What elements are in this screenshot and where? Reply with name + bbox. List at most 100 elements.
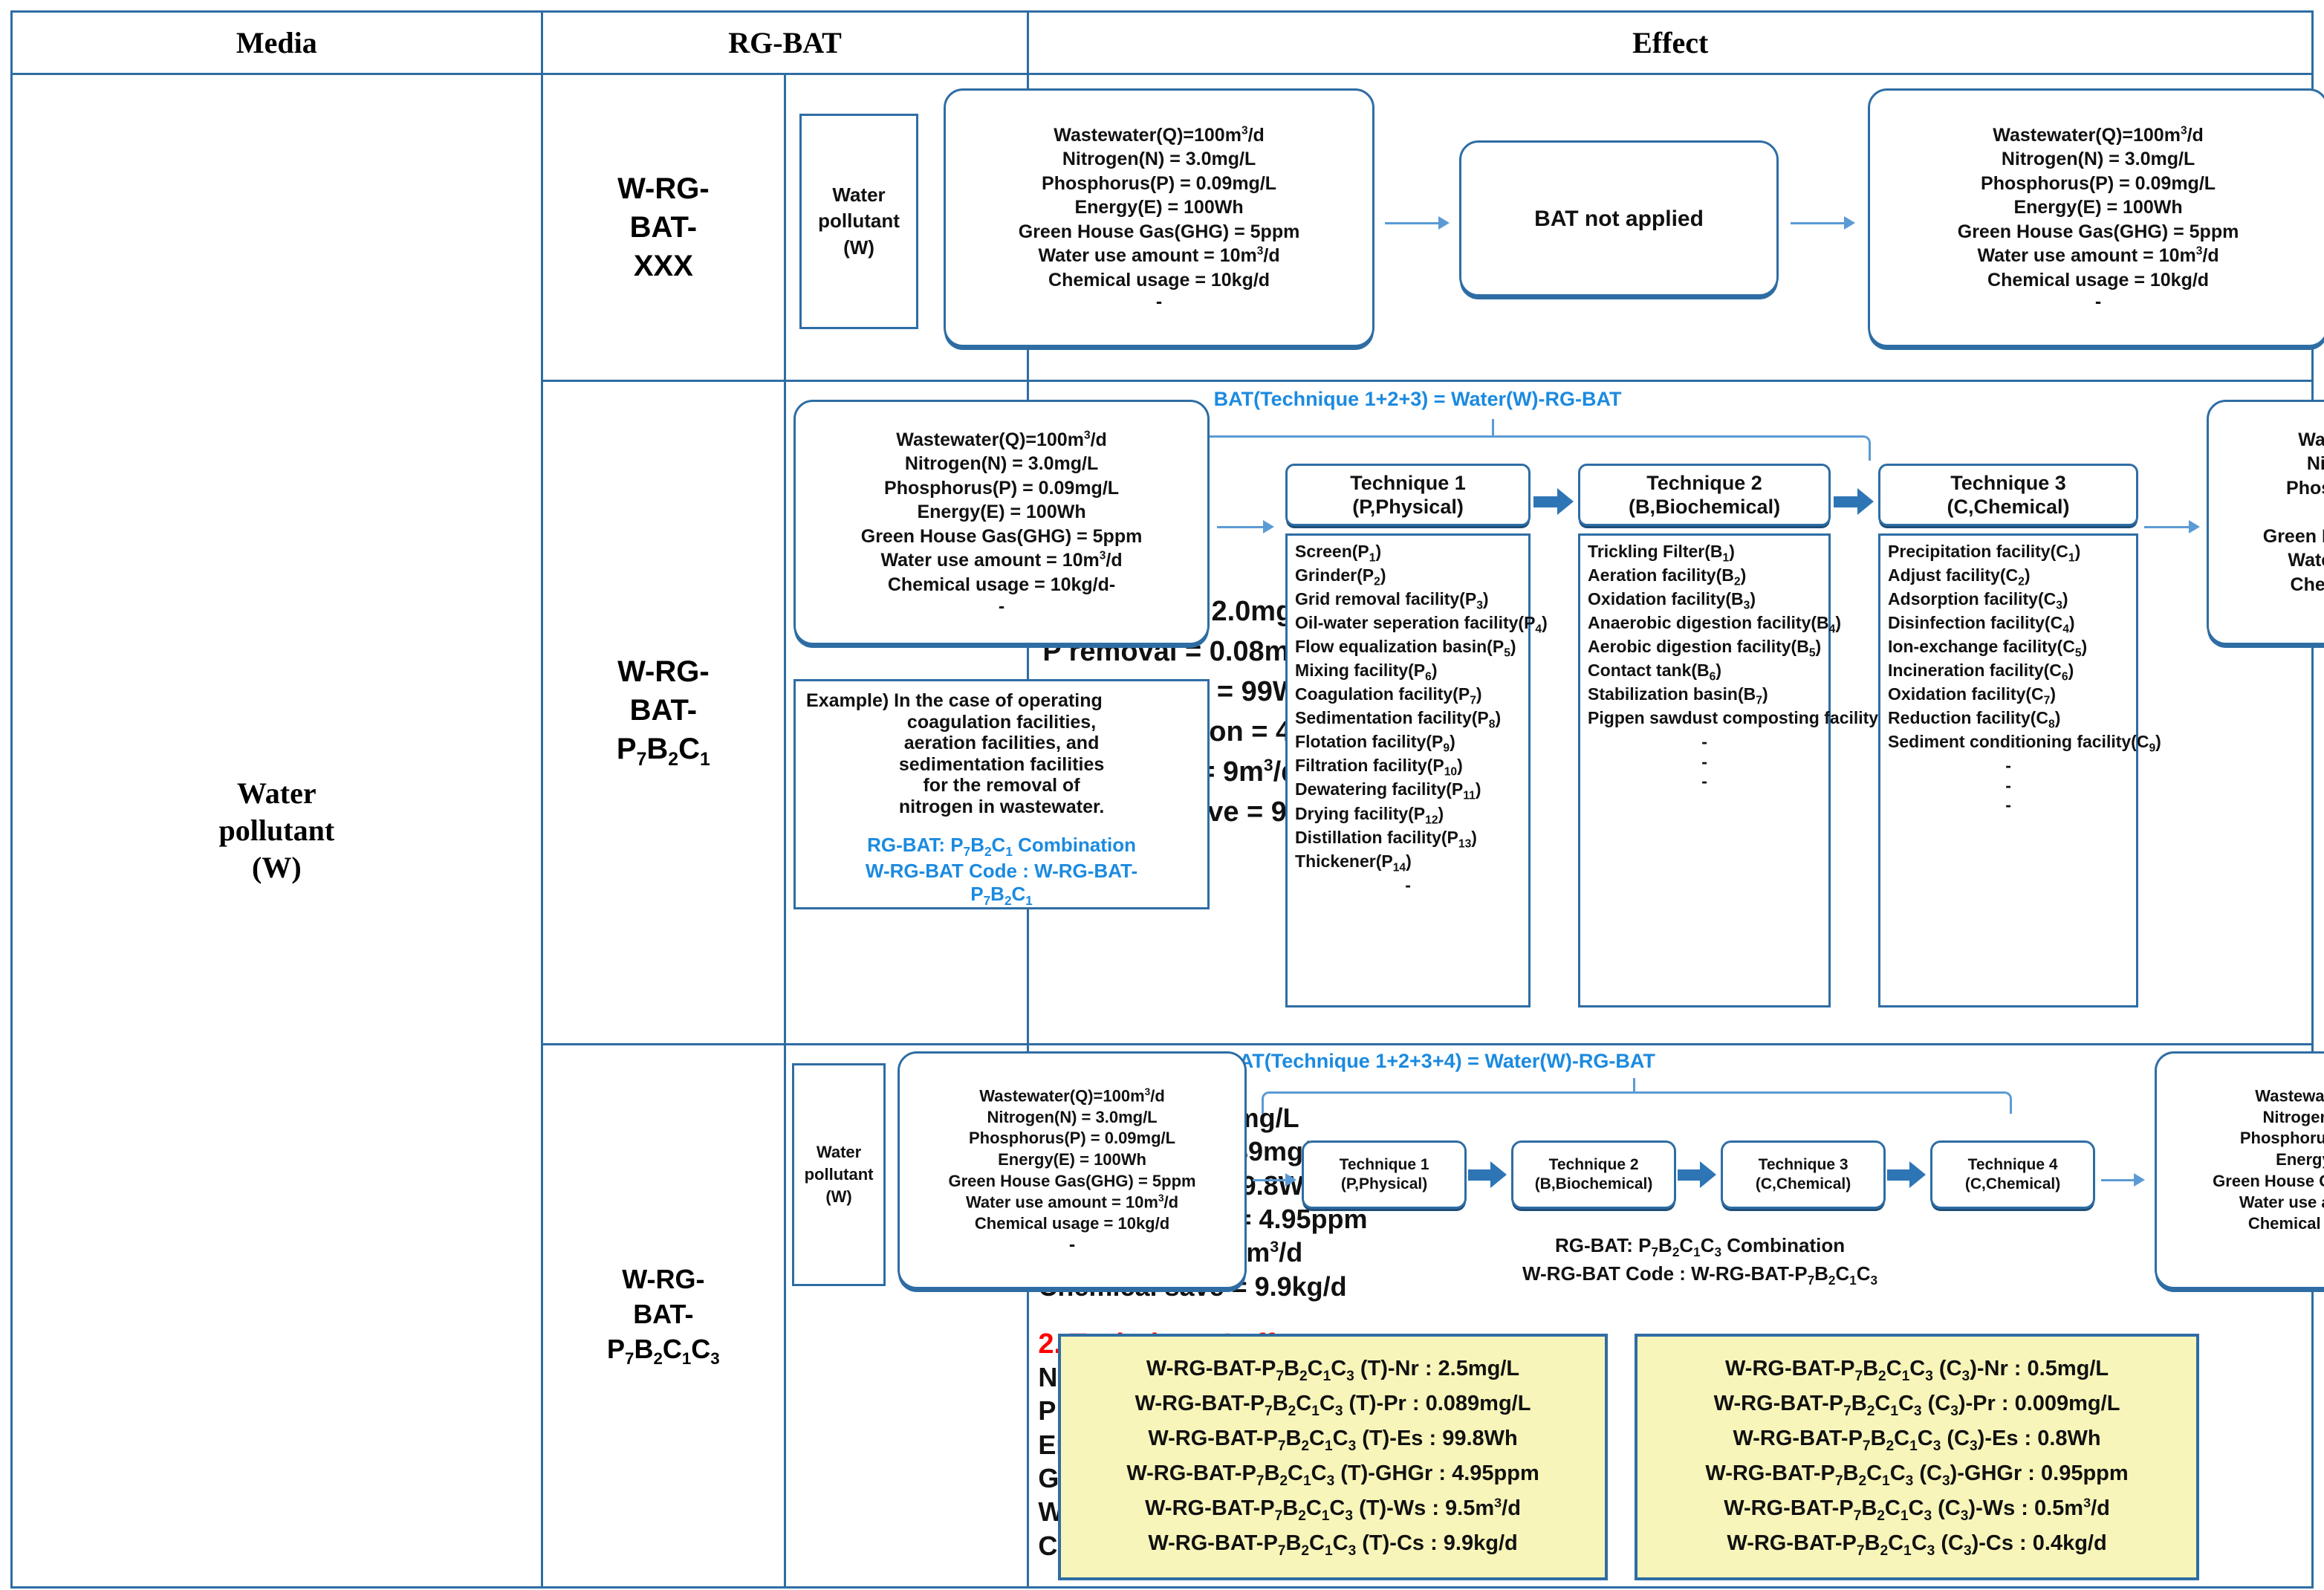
list-item: Sedimentation facility(P8) — [1295, 708, 1502, 731]
row2-technique-2-dots: --- — [1701, 732, 1707, 791]
row3-technique-2: Technique 2 (B,Biochemical) — [1511, 1140, 1677, 1209]
row3-arrow-in — [1253, 1173, 1297, 1187]
list-item: Filtration facility(P10) — [1295, 756, 1463, 779]
yellow-line: W-RG-BAT-P7B2C1C3 (T)-GHGr : 4.95ppm — [1126, 1461, 1539, 1489]
media-cell: Water pollutant (W) — [10, 73, 543, 1589]
row1-bat-not-applied-box: BAT not applied — [1459, 140, 1779, 296]
row2-arrow-out — [2144, 520, 2202, 533]
row3-diagram: BAT(Technique 1+2+3+4) = Water(W)-RG-BAT… — [786, 1045, 2324, 1586]
row2-technique-1-head: Technique 1 (P,Physical) — [1285, 464, 1531, 526]
list-item: Incineration facility(C6) — [1888, 661, 2074, 684]
row3-yellow-right-lines: W-RG-BAT-P7B2C1C3 (C3)-Nr : 0.5mg/L W-RG-… — [1705, 1352, 2128, 1561]
list-item: Grinder(P2) — [1295, 565, 1386, 588]
row3-technique-3: Technique 3 (C,Chemical) — [1721, 1140, 1886, 1209]
row3-technique-4-subtitle: (C,Chemical) — [1964, 1175, 2061, 1192]
row3-bracket — [1262, 1091, 2013, 1114]
row2-technique-1-list: Screen(P1)Grinder(P2)Grid removal facili… — [1285, 533, 1548, 1007]
header-cell-rgbat: RG-BAT — [540, 10, 1030, 75]
list-item: Sediment conditioning facility(C9) — [1888, 732, 2161, 755]
row3-technique-1-title: Technique 1 — [1339, 1155, 1429, 1173]
row2-technique-1-items: Screen(P1)Grinder(P2)Grid removal facili… — [1295, 542, 1548, 875]
row3-technique-3-subtitle: (C,Chemical) — [1755, 1175, 1851, 1192]
table-header-row: Media RG-BAT Effect — [10, 10, 2314, 75]
row2-technique-2-subtitle: (B,Biochemical) — [1629, 496, 1781, 518]
row1-middle-label: BAT not applied — [1534, 206, 1704, 231]
list-item: Mixing facility(P6) — [1295, 661, 1438, 684]
media-cell-label: Water pollutant (W) — [13, 775, 541, 886]
row2-technique-3-list: Precipitation facility(C1)Adjust facilit… — [1878, 533, 2161, 1007]
media-line-2: pollutant — [218, 814, 335, 847]
list-item: Precipitation facility(C1) — [1888, 542, 2081, 565]
list-item: Grid removal facility(P3) — [1295, 589, 1489, 612]
row2-technique-2-list: Trickling Filter(B1)Aeration facility(B2… — [1578, 533, 1909, 1007]
media-line-3: (W) — [252, 851, 302, 884]
rgbat-table: Media RG-BAT Effect Water pollutant (W) … — [10, 10, 2324, 1589]
row3-technique-1: Technique 1 (P,Physical) — [1302, 1140, 1467, 1209]
row1-code-cell: W-RG-BAT-XXX — [540, 73, 787, 382]
yellow-line: W-RG-BAT-P7B2C1C3 (T)-Ws : 9.5m3/d — [1145, 1495, 1521, 1524]
yellow-line: W-RG-BAT-P7B2C1C3 (T)-Pr : 0.089mg/L — [1135, 1392, 1531, 1420]
row2-technique-1-dots: - — [1405, 874, 1411, 895]
row1-arrow-2 — [1791, 216, 1857, 230]
row2-technique-1-title: Technique 1 — [1350, 471, 1466, 494]
table-row-3: W-RG-BAT-P7B2C1C3 BAT(Technique 1+2+3+4)… — [12, 1043, 2324, 1589]
row2-technique-3-dots: --- — [2005, 756, 2011, 815]
row3-technique-1-subtitle: (P,Physical) — [1340, 1175, 1428, 1192]
row3-yellow-left-lines: W-RG-BAT-P7B2C1C3 (T)-Nr : 2.5mg/L W-RG-B… — [1126, 1352, 1539, 1561]
row2-example-blue-1: RG-BAT: P7B2C1 Combination — [867, 834, 1136, 860]
list-item: Coagulation facility(P7) — [1295, 684, 1482, 707]
row3-arrow-t3-t4 — [1887, 1161, 1927, 1188]
row2-technique-2-title: Technique 2 — [1646, 471, 1762, 494]
list-item: Adsorption facility(C3) — [1888, 589, 2068, 612]
row2-diagram: BAT(Technique 1+2+3) = Water(W)-RG-BAT W… — [786, 382, 2324, 1043]
yellow-line: W-RG-BAT-P7B2C1C3 (C3)-Nr : 0.5mg/L — [1725, 1357, 2109, 1385]
list-item: Stabilization basin(B7) — [1588, 684, 1768, 707]
list-item: Anaerobic digestion facility(B4) — [1588, 613, 1842, 636]
yellow-line: W-RG-BAT-P7B2C1C3 (C3)-Pr : 0.009mg/L — [1713, 1392, 2120, 1420]
list-item: Oil-water seperation facility(P4) — [1295, 613, 1548, 636]
row3-bracket-stem — [1633, 1078, 1636, 1093]
list-item: Dewatering facility(P11) — [1295, 779, 1481, 803]
yellow-line: W-RG-BAT-P7B2C1C3 (T)-Nr : 2.5mg/L — [1146, 1357, 1520, 1385]
row2-arrow-t2-t3 — [1834, 488, 1875, 515]
list-item: Thickener(P14) — [1295, 851, 1412, 874]
row3-combo-line-2: W-RG-BAT Code : W-RG-BAT-P7B2C1C3 — [1522, 1262, 1878, 1288]
yellow-line: W-RG-BAT-P7B2C1C3 (C3)-GHGr : 0.95ppm — [1705, 1461, 2129, 1489]
table-row-2: W-RG-BAT-P7B2C1 BAT(Technique 1+2+3) = W… — [12, 380, 2324, 1045]
list-item: Drying facility(P12) — [1295, 803, 1444, 827]
row3-yellow-box-total: W-RG-BAT-P7B2C1C3 (T)-Nr : 2.5mg/L W-RG-B… — [1058, 1334, 1609, 1580]
row2-example-l6: nitrogen in wastewater. — [898, 796, 1105, 817]
row2-example-box: Example) In the case of operating coagul… — [793, 679, 1210, 909]
list-item: Contact tank(B6) — [1588, 661, 1721, 684]
row3-bat-caption: BAT(Technique 1+2+3+4) = Water(W)-RG-BAT — [1224, 1050, 1655, 1072]
row3-technique-4-title: Technique 4 — [1967, 1155, 2058, 1173]
row3-technique-2-title: Technique 2 — [1548, 1155, 1639, 1173]
row2-technique-2-head: Technique 2 (B,Biochemical) — [1578, 464, 1831, 526]
row3-arrow-t2-t3 — [1678, 1161, 1718, 1188]
list-item: Distillation facility(P13) — [1295, 827, 1477, 851]
list-item: Ion-exchange facility(C5) — [1888, 637, 2088, 660]
row2-technique-3-head: Technique 3 (C,Chemical) — [1878, 464, 2139, 526]
row3-combo-line-1: RG-BAT: P7B2C1C3 Combination — [1554, 1234, 1846, 1260]
row2-arrow-in — [1217, 520, 1276, 533]
row3-technique-3-title: Technique 3 — [1758, 1155, 1849, 1173]
header-cell-media: Media — [10, 10, 543, 75]
row2-technique-2-items: Trickling Filter(B1)Aeration facility(B2… — [1588, 542, 1909, 732]
list-item: Oxidation facility(C7) — [1888, 684, 2057, 707]
header-rgbat-label: RG-BAT — [728, 26, 842, 59]
